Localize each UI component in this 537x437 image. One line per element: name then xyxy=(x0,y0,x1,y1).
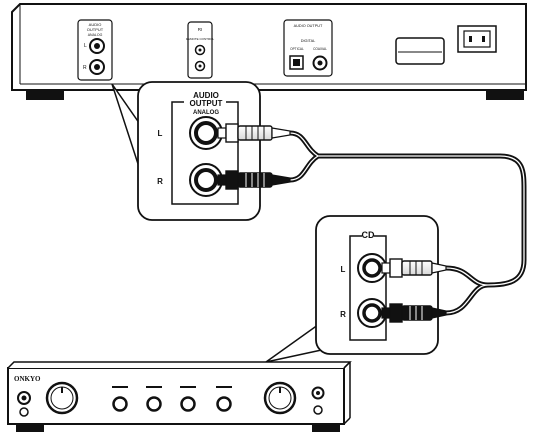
player-rear-r-label: R xyxy=(83,65,87,71)
player-rear-vent xyxy=(395,37,445,65)
rca-plug-amp-l[interactable] xyxy=(381,258,447,278)
amplifier-front-panel: ONKYO xyxy=(7,361,352,432)
callout-cd-label: CD xyxy=(362,230,375,240)
amp-phones-jack[interactable] xyxy=(19,407,29,417)
player-rear-audio-label: AUDIO xyxy=(89,22,102,27)
amp-knob-bass[interactable] xyxy=(146,396,162,412)
callout-amplifier-cd-input: CD L R xyxy=(265,215,439,363)
player-remote-control-group: RI REMOTE CONTROL xyxy=(186,21,215,79)
amp-knob-tone[interactable] xyxy=(112,396,128,412)
callout-player-analog-output: AUDIO OUTPUT ANALOG L R xyxy=(111,81,261,221)
amp-knob-treble[interactable] xyxy=(180,396,196,412)
amp-foot-right xyxy=(312,424,340,432)
cd-player-rear-panel: AUDIO OUTPUT ANALOG L R RI REMOTE CONTRO… xyxy=(11,3,527,100)
player-rear-coaxial-label: COAXIAL xyxy=(313,47,327,51)
player-rear-optical-label: OPTICAL xyxy=(290,47,304,51)
callout-output-label: OUTPUT xyxy=(190,99,223,108)
callout-amp-r-label: R xyxy=(340,310,346,319)
player-digital-output-group: AUDIO OUTPUT DIGITAL OPTICAL COAXIAL xyxy=(283,19,333,77)
player-ac-inlet xyxy=(457,25,497,53)
amp-foot-left xyxy=(16,424,44,432)
rca-cable xyxy=(217,123,527,323)
player-rear-digital-top-label: AUDIO OUTPUT xyxy=(294,24,323,28)
callout-audio-label: AUDIO xyxy=(193,91,219,100)
amp-direct-button[interactable] xyxy=(313,405,323,415)
callout-analog-label: ANALOG xyxy=(193,110,219,116)
player-rear-analog-label: ANALOG xyxy=(88,33,103,37)
callout-player-r-label: R xyxy=(157,177,163,186)
player-rear-output-label: OUTPUT xyxy=(87,27,104,32)
callout-amp-l-label: L xyxy=(341,265,346,274)
player-rear-remote-label: REMOTE CONTROL xyxy=(186,37,215,41)
player-rear-l-label: L xyxy=(84,43,87,49)
player-rear-ri-label: RI xyxy=(198,27,203,32)
player-foot-right xyxy=(486,90,524,100)
rca-plug-amp-r[interactable] xyxy=(381,303,447,323)
rca-plug-player-l[interactable] xyxy=(217,123,291,143)
amp-small-knobs xyxy=(112,386,232,412)
rca-plug-player-r[interactable] xyxy=(217,170,291,190)
player-analog-output-group: AUDIO OUTPUT ANALOG L R xyxy=(77,19,113,81)
amplifier-brand-logo: ONKYO xyxy=(14,375,41,383)
amp-knob-balance[interactable] xyxy=(216,396,232,412)
player-foot-left xyxy=(26,90,64,100)
callout-player-l-label: L xyxy=(158,129,163,138)
player-rear-digital-label: DIGITAL xyxy=(301,39,316,43)
